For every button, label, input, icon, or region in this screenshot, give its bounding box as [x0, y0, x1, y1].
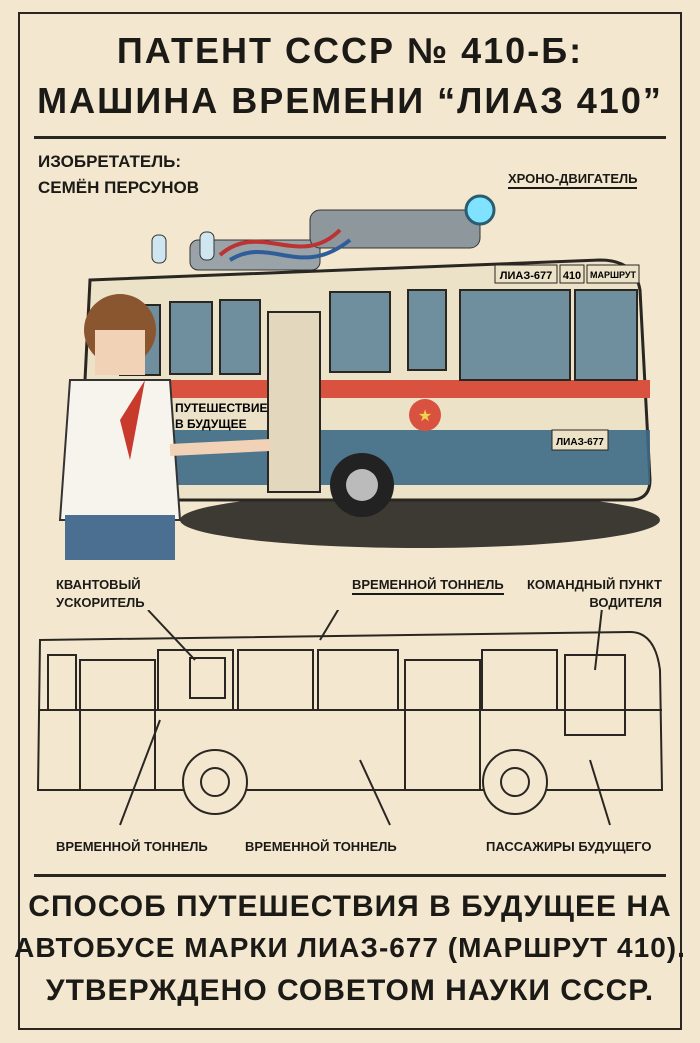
- label-tunnel-bl: ВРЕМЕННОЙ ТОННЕЛЬ: [56, 839, 208, 854]
- label-quantum-2: УСКОРИТЕЛЬ: [56, 595, 145, 610]
- divider: [34, 874, 666, 877]
- side-text-1: ПУТЕШЕСТВИЕ: [175, 401, 267, 415]
- route-sign-model: ЛИАЗ-677: [500, 270, 552, 282]
- label-driver-1: КОМАНДНЫЙ ПУНКТ: [526, 577, 662, 592]
- divider: [34, 136, 666, 139]
- bus-schematic: [36, 610, 664, 826]
- label-tunnel-bm: ВРЕМЕННОЙ ТОННЕЛЬ: [245, 839, 397, 854]
- inventor-label: ИЗОБРЕТАТЕЛЬ:: [38, 152, 182, 171]
- svg-text:★: ★: [418, 408, 432, 425]
- route-sign-word: МАРШРУТ: [590, 270, 637, 280]
- label-tunnel-top: ВРЕМЕННОЙ ТОННЕЛЬ: [352, 576, 504, 595]
- poster-frame: [18, 12, 682, 1030]
- wheel: [330, 453, 394, 517]
- license-plate: ЛИАЗ-677: [556, 437, 604, 448]
- title-line-1: ПАТЕНТ СССР № 410-Б:: [116, 30, 584, 71]
- route-sign-number: 410: [563, 270, 581, 282]
- label-quantum-1: КВАНТОВЫЙ: [56, 577, 141, 592]
- pioneer-boy: [58, 294, 271, 560]
- footer-line-1: СПОСОБ ПУТЕШЕСТВИЯ В БУДУЩЕЕ НА: [28, 890, 672, 923]
- footer-line-2: АВТОБУСЕ МАРКИ ЛИАЗ-677 (МАРШРУТ 410).: [14, 932, 686, 963]
- side-text-2: В БУДУЩЕЕ: [175, 417, 247, 431]
- chrono-engine: [151, 194, 496, 271]
- footer-line-3: УТВЕРЖДЕНО СОВЕТОМ НАУКИ СССР.: [45, 974, 655, 1007]
- label-passengers: ПАССАЖИРЫ БУДУЩЕГО: [486, 839, 652, 854]
- engine-label: ХРОНО-ДВИГАТЕЛЬ: [508, 170, 638, 189]
- inventor-name: СЕМЁН ПЕРСУНОВ: [38, 178, 200, 197]
- title-line-2: МАШИНА ВРЕМЕНИ “ЛИАЗ 410”: [37, 80, 663, 121]
- label-driver-2: ВОДИТЕЛЯ: [589, 595, 662, 610]
- bus-illustration: ★ ЛИАЗ-677 410 МАРШРУТ ЛИАЗ-677 ПУТЕШЕСТ…: [58, 194, 660, 560]
